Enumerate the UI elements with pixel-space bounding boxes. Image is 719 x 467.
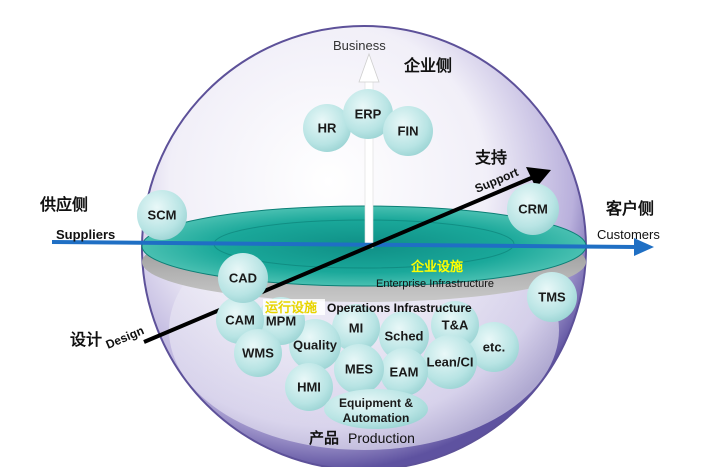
svg-text:Equipment &: Equipment & [339,396,413,410]
support-arrow-head [526,167,551,188]
svg-text:CAD: CAD [229,271,257,286]
bubble-eam: EAM [380,348,428,396]
svg-text:MPM: MPM [266,314,296,329]
svg-text:WMS: WMS [242,346,274,361]
business-label: Business [333,38,386,53]
svg-text:FIN: FIN [398,124,419,139]
svg-text:Quality: Quality [293,338,338,353]
design-cn-label: 设计 [70,330,102,349]
svg-text:Lean/CI: Lean/CI [427,355,474,370]
operations-infra-label: Operations Infrastructure [327,301,472,315]
customer-arrow-head [634,238,654,256]
bubble-hr: HR [303,104,351,152]
svg-text:HMI: HMI [297,380,321,395]
design-label: Design [104,323,146,352]
production-cn-label: 产品 [309,429,339,447]
svg-text:SCM: SCM [148,208,177,223]
svg-text:MES: MES [345,362,374,377]
bubble-etc: etc. [469,322,519,372]
design-support-axis [143,174,537,344]
suppliers-label: Suppliers [56,227,115,242]
bubble-tms: TMS [527,272,577,322]
operations-infra-cn-highlight [263,299,325,315]
svg-text:Automation: Automation [343,411,410,425]
operations-infra-cn-label: 运行设施 [265,300,317,315]
bubble-crm: CRM [507,183,559,235]
production-label: Production [348,430,415,446]
svg-text:MI: MI [349,321,363,336]
bubble-scm: SCM [137,190,187,240]
enterprise-side-label: 企业侧 [403,56,452,75]
bubble-mes: MES [334,344,384,394]
customers-side-label: 客户侧 [606,199,654,218]
bubble-equipment: Equipment & Automation [324,389,428,429]
bubble-cad: CAD [218,253,268,303]
customers-label: Customers [597,227,660,242]
supplier-customer-axis [51,240,639,249]
svg-text:T&A: T&A [442,318,469,333]
bubble-fin: FIN [383,106,433,156]
svg-text:TMS: TMS [538,290,566,305]
enterprise-infra-cn-label: 企业设施 [410,259,463,274]
business-arrow-head [358,52,380,83]
svg-text:HR: HR [318,121,337,136]
bubble-mi: MI [332,304,380,352]
bubble-hmi: HMI [285,363,333,411]
bubble-sched: Sched [379,311,429,361]
svg-text:CRM: CRM [518,202,548,217]
svg-text:CAM: CAM [225,313,255,328]
svg-text:etc.: etc. [483,340,505,355]
bubble-erp: ERP [343,89,393,139]
svg-text:ERP: ERP [355,107,382,122]
bubble-lean: Lean/CI [423,335,477,389]
suppliers-side-label: 供应侧 [39,195,88,214]
svg-text:Sched: Sched [384,329,423,344]
enterprise-infra-label: Enterprise Infrastructure [376,278,494,290]
bubble-wms: WMS [234,329,282,377]
svg-text:EAM: EAM [390,365,419,380]
support-cn-label: 支持 [474,148,507,167]
